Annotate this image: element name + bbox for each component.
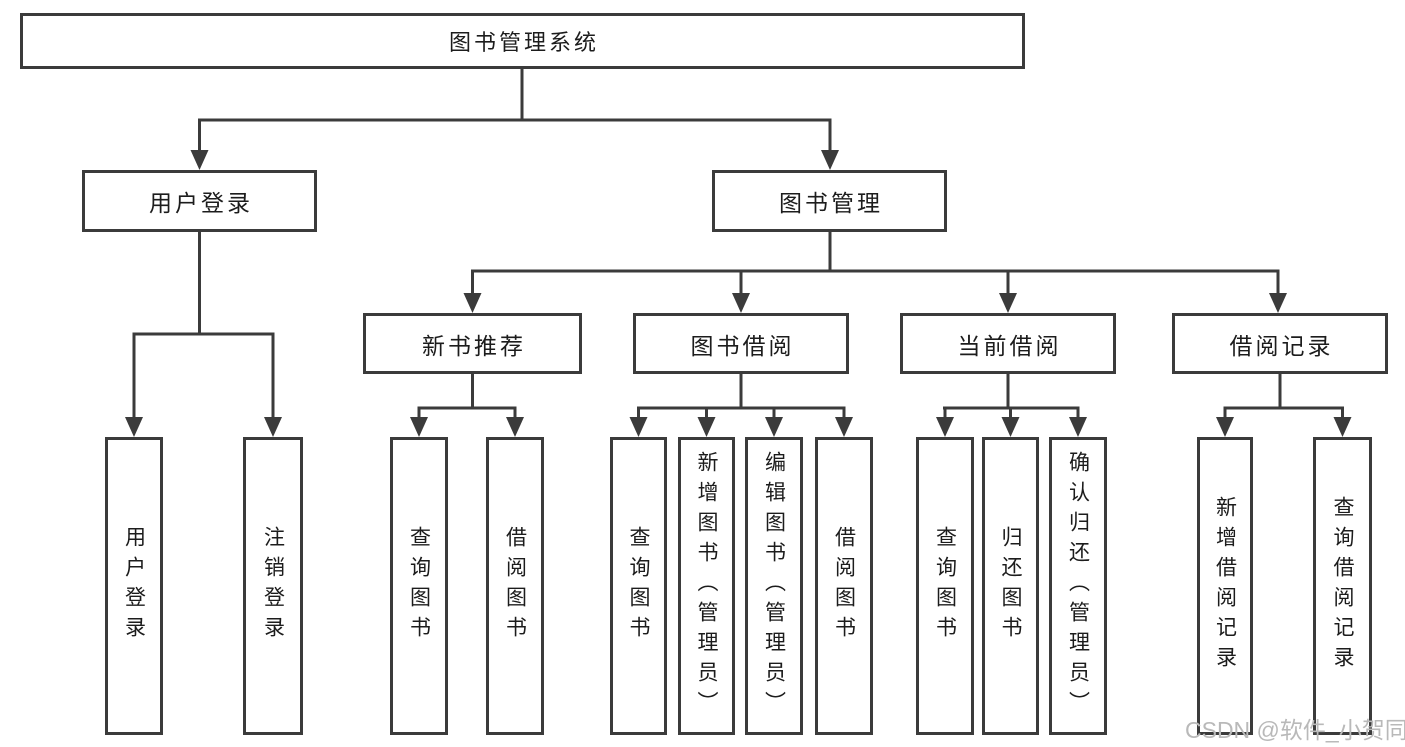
leaf-borrow-books-recommend-label: 借阅图书 <box>503 526 527 646</box>
leaf-edit-book-admin: 编辑图书（管理员） <box>745 437 803 735</box>
node-current-borrow-label: 当前借阅 <box>957 332 1062 359</box>
leaf-query-books-borrow: 查询图书 <box>610 437 667 735</box>
leaf-return-book: 归还图书 <box>982 437 1039 735</box>
node-new-book-recommend-label: 新书推荐 <box>422 332 526 359</box>
leaf-user-login-label: 用户登录 <box>122 526 146 646</box>
node-borrow-records-label: 借阅记录 <box>1229 332 1334 359</box>
leaf-confirm-return-admin: 确认归还（管理员） <box>1049 437 1107 735</box>
leaf-borrow-books-2: 借阅图书 <box>815 437 873 735</box>
node-book-management-label: 图书管理 <box>779 190 883 216</box>
leaf-query-books-recommend: 查询图书 <box>390 437 448 735</box>
node-book-borrow: 图书借阅 <box>633 313 849 374</box>
leaf-user-login: 用户登录 <box>105 437 163 735</box>
leaf-logout: 注销登录 <box>243 437 303 735</box>
leaf-query-books-borrow-label: 查询图书 <box>627 526 650 646</box>
leaf-confirm-return-admin-label: 确认归还（管理员） <box>1066 451 1090 721</box>
node-borrow-records: 借阅记录 <box>1172 313 1388 374</box>
leaf-add-borrow-record-label: 新增借阅记录 <box>1213 496 1237 676</box>
node-new-book-recommend: 新书推荐 <box>363 313 582 374</box>
leaf-add-book-admin-label: 新增图书（管理员） <box>695 451 718 721</box>
node-current-borrow: 当前借阅 <box>900 313 1116 374</box>
leaf-query-books-current-label: 查询图书 <box>933 526 957 646</box>
leaf-logout-label: 注销登录 <box>261 526 285 646</box>
leaf-borrow-books-recommend: 借阅图书 <box>486 437 544 735</box>
leaf-edit-book-admin-label: 编辑图书（管理员） <box>762 451 786 721</box>
node-user-login: 用户登录 <box>82 170 317 232</box>
leaf-borrow-books-2-label: 借阅图书 <box>832 526 856 646</box>
leaf-add-book-admin: 新增图书（管理员） <box>678 437 735 735</box>
leaf-query-books-current: 查询图书 <box>916 437 974 735</box>
leaf-query-borrow-record: 查询借阅记录 <box>1313 437 1372 735</box>
leaf-query-borrow-record-label: 查询借阅记录 <box>1331 496 1354 676</box>
leaf-return-book-label: 归还图书 <box>999 526 1022 646</box>
node-book-management: 图书管理 <box>712 170 947 232</box>
leaf-add-borrow-record: 新增借阅记录 <box>1197 437 1253 735</box>
node-root-label: 图书管理系统 <box>448 30 599 55</box>
node-root: 图书管理系统 <box>20 13 1025 69</box>
node-user-login-label: 用户登录 <box>149 190 253 216</box>
node-book-borrow-label: 图书借阅 <box>690 332 795 359</box>
csdn-watermark: CSDN @软件_小贺同学 <box>1185 717 1405 743</box>
leaf-query-books-recommend-label: 查询图书 <box>407 526 431 646</box>
